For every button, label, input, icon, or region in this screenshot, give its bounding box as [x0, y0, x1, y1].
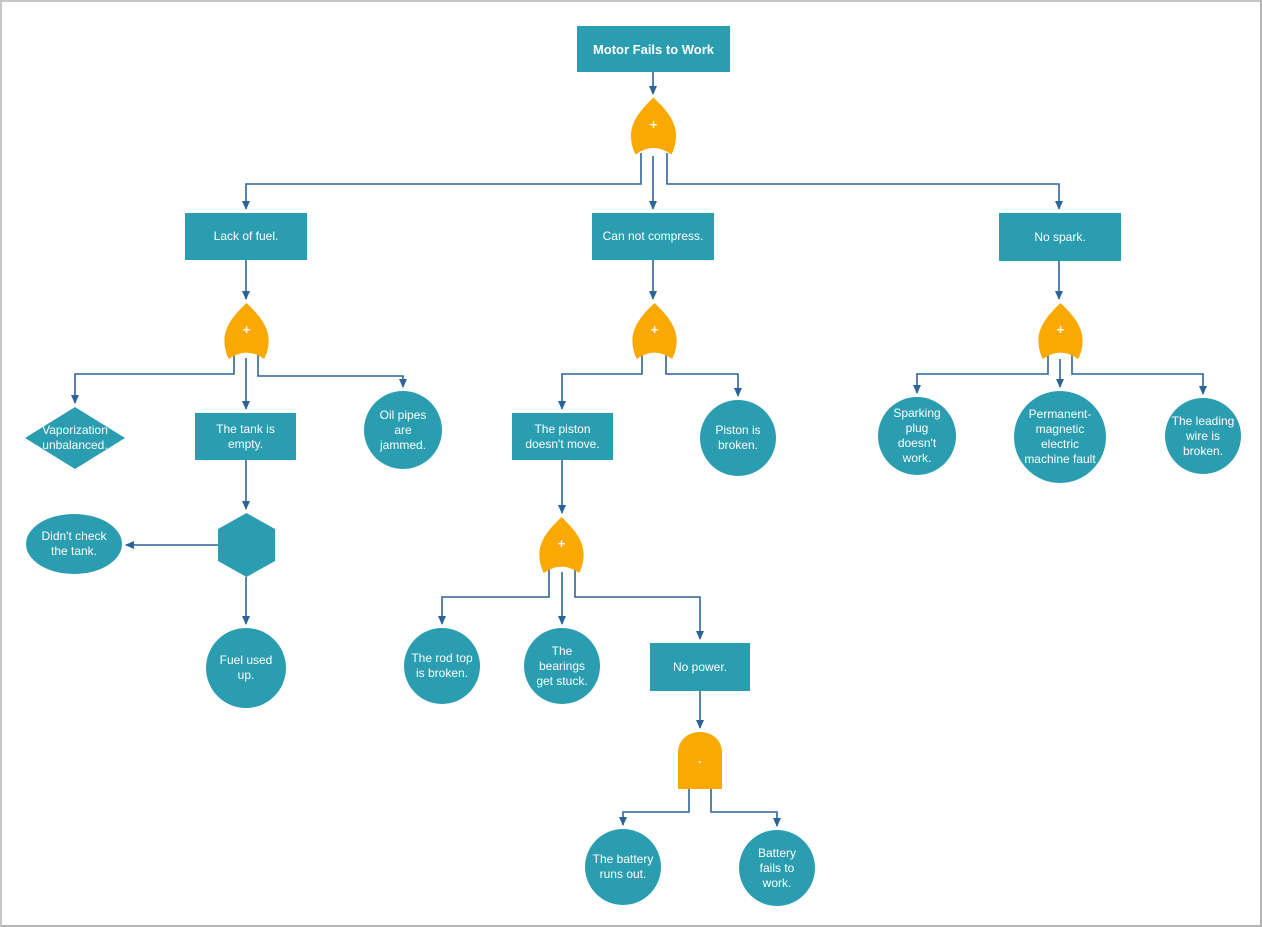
node-no-power: No power. [650, 643, 750, 691]
node-battery-fails: Battery fails to work. [739, 830, 815, 906]
node-piston-broken: Piston is broken. [700, 400, 776, 476]
or-gate-shape [1038, 303, 1083, 359]
node-can-not-compress: Can not compress. [592, 213, 714, 260]
node-label: The battery runs out. [592, 852, 654, 881]
node-label: The tank is empty. [216, 421, 275, 451]
or-gate-root: + [631, 97, 676, 155]
node-battery-runs-out: The battery runs out. [585, 829, 661, 905]
or-gate-shape [632, 303, 677, 359]
node-label: The rod top is broken. [411, 651, 473, 680]
and-gate-power: · [678, 732, 722, 789]
node-label: Piston is broken. [715, 423, 761, 452]
or-gate-compress: + [632, 303, 677, 359]
or-gate-shape [539, 517, 584, 573]
or-gate-symbol: + [1056, 322, 1065, 338]
edge-compressgate-to-piston-box [558, 355, 643, 410]
or-gate-shape [224, 303, 269, 359]
node-sparking-plug: Sparking plug doesn't work. [878, 397, 956, 475]
edge-compressgate-to-piston-broken [665, 355, 742, 397]
node-label: No power. [672, 659, 728, 674]
or-gate-symbol: + [649, 116, 658, 132]
node-label: Didn't check the tank. [41, 529, 107, 558]
or-gate-symbol: + [650, 322, 659, 338]
node-label: The piston doesn't move. [525, 421, 600, 451]
edge-andgate-to-battery-fails [710, 789, 781, 827]
node-label: Permanent-magnetic electric machine faul… [1024, 407, 1096, 466]
or-gate-spark: + [1038, 303, 1083, 359]
node-label: Battery fails to work. [757, 845, 796, 890]
node-motor-fails-to-work: Motor Fails to Work [577, 26, 730, 72]
node-label: Can not compress. [602, 229, 704, 243]
node-rod-top-broken: The rod top is broken. [404, 628, 480, 704]
or-gate-fuel: + [224, 303, 269, 359]
edge-pistongate-to-rod-top [438, 569, 550, 625]
node-piston-doesnt-move: The piston doesn't move. [512, 413, 613, 460]
edge-pistongate-to-no-power [574, 569, 704, 640]
node-bearings-stuck: The bearings get stuck. [524, 628, 600, 704]
or-gate-piston: + [539, 517, 584, 573]
node-tank-empty: The tank is empty. [195, 413, 296, 460]
or-gate-symbol: + [242, 322, 251, 338]
edge-gate-to-no-spark [666, 153, 1063, 210]
or-gate-symbol: + [557, 536, 566, 552]
node-label: The bearings get stuck. [536, 643, 588, 688]
edge-gate-to-lack-of-fuel [242, 153, 642, 210]
node-label: Fuel used up. [219, 653, 273, 682]
node-leading-wire-broken: The leading wire is broken. [1165, 398, 1241, 474]
edge-andgate-to-battery-runs-out [619, 789, 690, 826]
node-label: Lack of fuel. [213, 229, 279, 243]
hexagon-shape [218, 513, 275, 577]
node-transfer-hexagon [218, 513, 275, 577]
and-gate-shape [678, 732, 722, 789]
node-permanent-magnetic: Permanent-magnetic electric machine faul… [1014, 391, 1106, 483]
edge-fuelgate-to-vaporization [71, 355, 235, 404]
node-label: Sparking plug doesn't work. [893, 406, 941, 465]
edge-sparkgate-to-leading-wire [1071, 355, 1207, 395]
and-gate-symbol: · [698, 754, 702, 769]
node-label: No spark. [1034, 229, 1086, 244]
node-oil-pipes-jammed: Oil pipes are jammed. [364, 391, 442, 469]
node-vaporization-unbalanced: Vaporization unbalanced. [25, 407, 125, 469]
node-no-spark: No spark. [999, 213, 1121, 261]
node-label: Oil pipes are jammed. [379, 407, 427, 452]
node-label: The leading wire is broken. [1171, 413, 1235, 458]
node-label: Motor Fails to Work [592, 41, 715, 57]
or-gate-shape [631, 97, 676, 155]
node-didnt-check-tank: Didn't check the tank. [26, 514, 122, 574]
node-lack-of-fuel: Lack of fuel. [185, 213, 307, 260]
edge-sparkgate-to-sparking-plug [913, 355, 1049, 394]
node-label: Vaporization unbalanced. [42, 423, 108, 452]
edge-fuelgate-to-oil-pipes [257, 355, 407, 388]
node-fuel-used-up: Fuel used up. [206, 628, 286, 708]
